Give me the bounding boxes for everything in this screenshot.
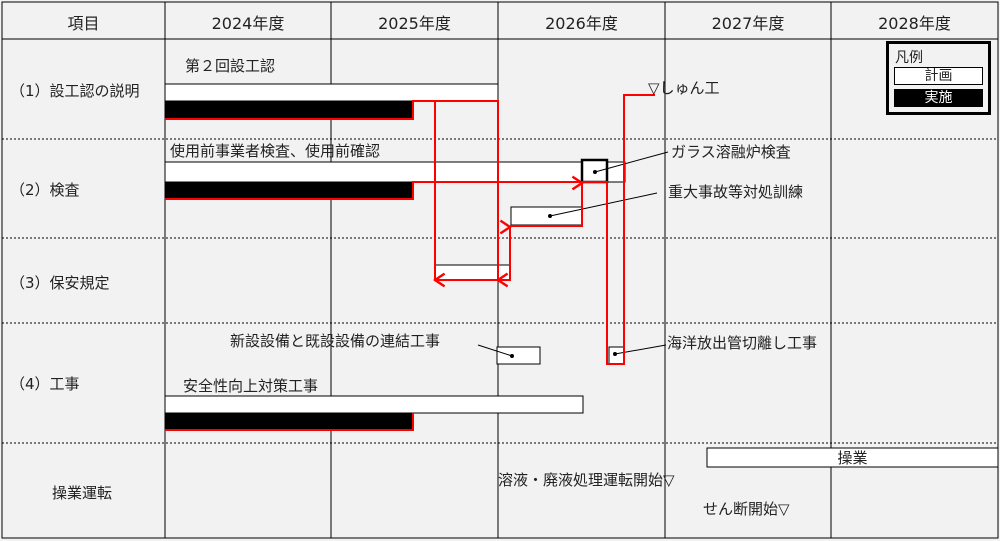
task-connection-work: 新設設備と既設設備の連結工事	[230, 332, 441, 350]
operation-bar	[706, 447, 999, 468]
milestone-completion: ▽しゅん工	[648, 79, 720, 97]
task-operation: 操業	[837, 449, 868, 467]
header-year-2028: 2028年度	[878, 14, 951, 33]
connection-bar	[496, 346, 541, 365]
row-label-safety-rules: （3）保安規定	[10, 274, 110, 292]
header-year-2024: 2024年度	[211, 14, 285, 33]
task-design-approval: 第２回設工認	[185, 57, 276, 75]
task-glass-melter: ガラス溶融炉検査	[671, 143, 791, 161]
actual-bar-inspection	[164, 181, 414, 200]
actual-bar-design	[164, 100, 414, 120]
plan-bar-safety	[164, 395, 584, 414]
header-year-2025: 2025年度	[378, 14, 451, 33]
task-ocean-discharge: 海洋放出管切離し工事	[667, 334, 818, 352]
task-pre-use-inspection: 使用前事業者検査、使用前確認	[170, 142, 381, 160]
disconnect-bar	[608, 346, 625, 365]
actual-bar-safety	[164, 412, 414, 431]
legend: 凡例 計画 実施	[886, 41, 991, 115]
legend-actual: 実施	[894, 89, 983, 107]
legend-title: 凡例	[895, 50, 923, 66]
row-label-construction: （4）工事	[10, 375, 80, 393]
header-year-2027: 2027年度	[711, 14, 785, 33]
task-severe-accident-drill: 重大事故等対処訓練	[668, 183, 804, 201]
row-label-operation: 操業運転	[52, 484, 113, 502]
plan-bar-design	[164, 83, 499, 102]
milestone-solution-start: 溶液・廃液処理運転開始▽	[498, 471, 675, 489]
dependency-lines	[165, 94, 655, 431]
header-year-2026: 2026年度	[545, 14, 618, 33]
task-safety-improvement: 安全性向上対策工事	[183, 377, 319, 395]
drill-bar	[510, 206, 583, 226]
plan-bar-inspection	[164, 161, 626, 183]
row-label-design: （1）設工認の説明	[10, 82, 140, 100]
legend-plan: 計画	[894, 67, 983, 85]
milestone-shearing-start: せん断開始▽	[703, 500, 790, 518]
header-item: 項目	[67, 14, 100, 33]
row-label-inspection: （2）検査	[10, 181, 80, 199]
